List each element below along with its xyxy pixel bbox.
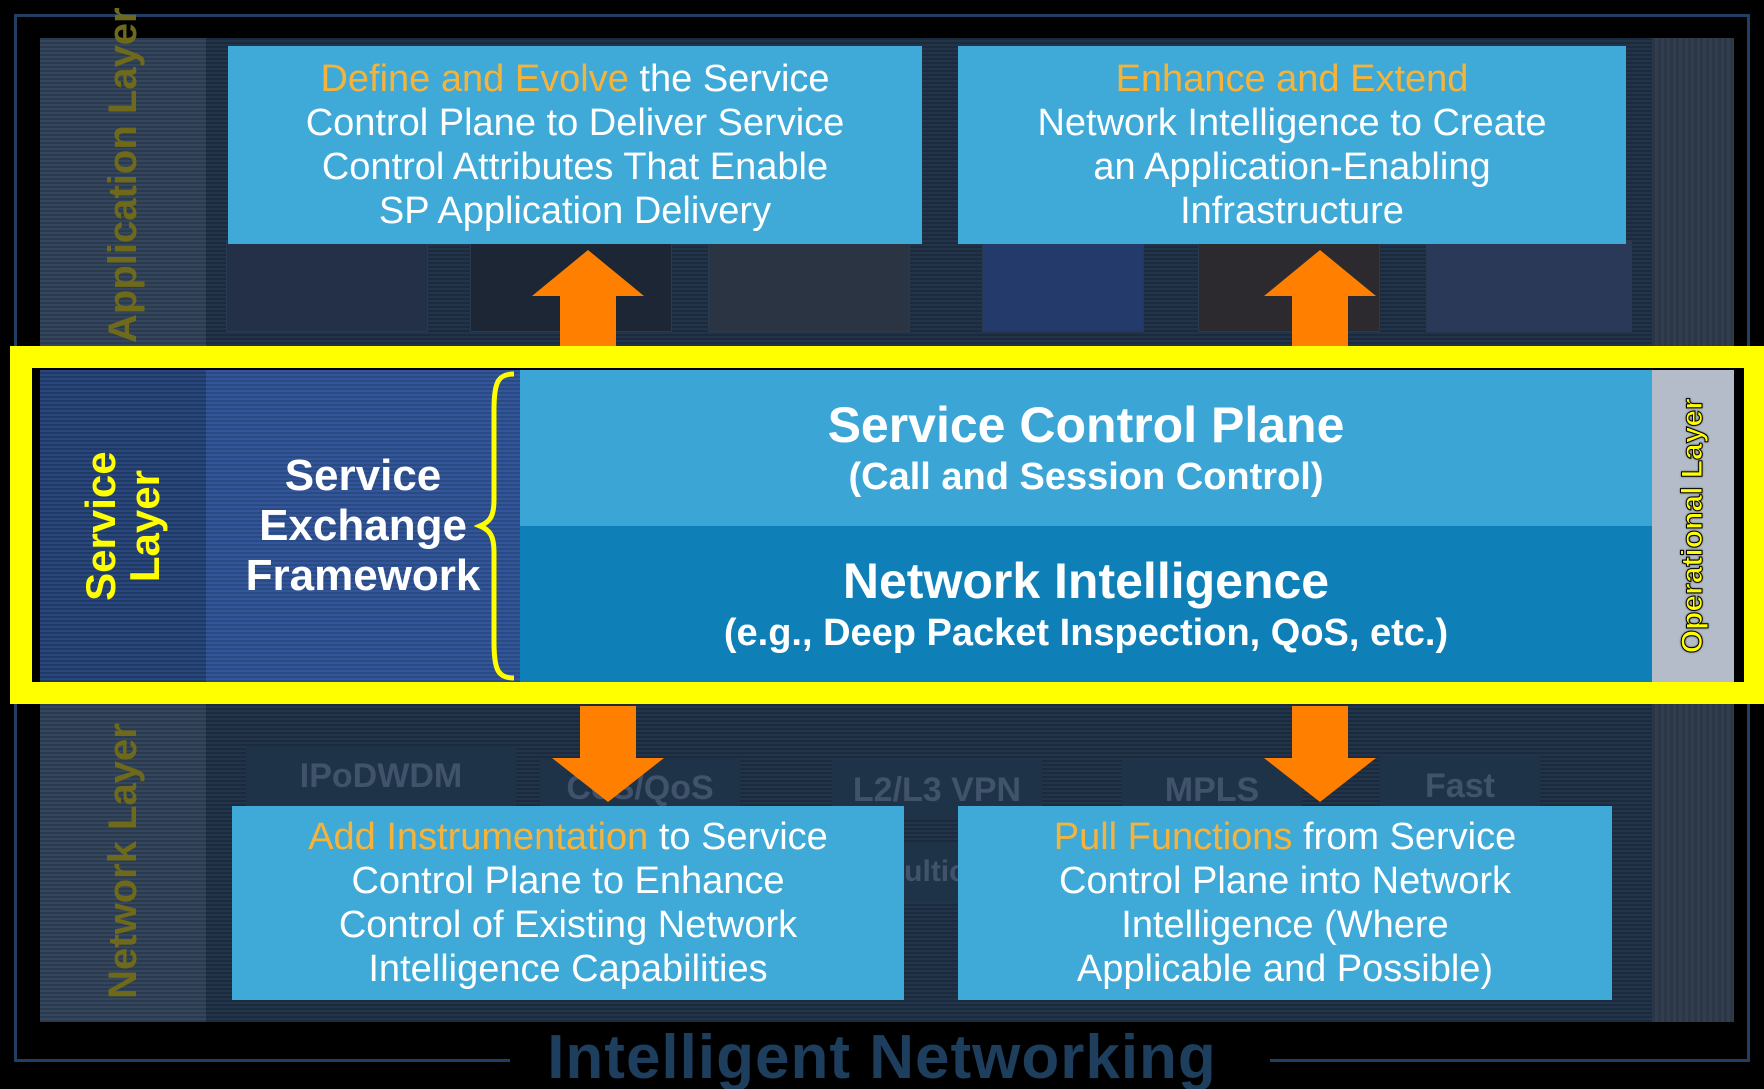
service-layer-highlight-frame — [10, 346, 1764, 704]
service-control-plane-title: Service Control Plane — [827, 397, 1345, 453]
service-layer-label: Service Layer — [40, 370, 206, 682]
pull-functions-box: Pull Functions from Service Control Plan… — [958, 806, 1612, 1000]
footer-title: Intelligent Networking — [547, 1023, 1217, 1089]
enhance-extend-box: Enhance and Extend Network Intelligence … — [958, 46, 1626, 244]
footer-gap — [510, 1040, 1270, 1080]
network-layer-label: Network Layer — [40, 700, 206, 1022]
add-instrumentation-box: Add Instrumentation to Service Control P… — [232, 806, 904, 1000]
network-intelligence-title: Network Intelligence — [842, 553, 1330, 609]
application-thumbnail — [1426, 240, 1632, 332]
application-thumbnail — [708, 240, 910, 332]
operational-strip-bottom — [1652, 700, 1734, 1022]
down-arrow-left — [552, 706, 664, 802]
up-arrow-right — [1264, 250, 1376, 350]
brace-icon — [474, 371, 515, 681]
network-intelligence: Network Intelligence (e.g., Deep Packet … — [520, 526, 1652, 682]
define-evolve-box: Define and Evolve the Service Control Pl… — [228, 46, 922, 244]
application-layer-label: Application Layer — [40, 7, 206, 348]
down-arrow-right — [1264, 706, 1376, 802]
application-thumbnail — [982, 240, 1144, 332]
network-intelligence-subtitle: (e.g., Deep Packet Inspection, QoS, etc.… — [723, 612, 1449, 654]
service-exchange-framework: Service Exchange Framework — [206, 370, 520, 682]
operational-layer-label: Operational Layer — [1652, 370, 1734, 682]
service-control-plane: Service Control Plane (Call and Session … — [520, 370, 1652, 526]
operational-strip-top — [1652, 38, 1734, 348]
network-chip: IPoDWDM — [246, 746, 516, 806]
service-control-plane-subtitle: (Call and Session Control) — [848, 456, 1324, 498]
up-arrow-left — [532, 250, 644, 350]
application-thumbnail — [226, 240, 428, 332]
